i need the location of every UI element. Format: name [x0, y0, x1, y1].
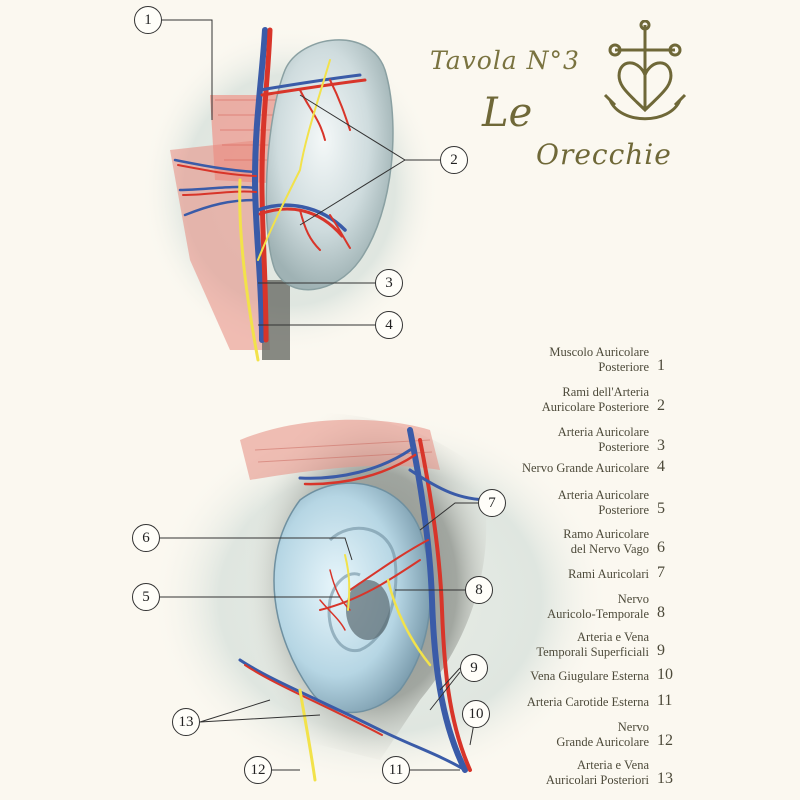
- legend-item-9: Arteria e Vena Temporali Superficiali 9: [536, 630, 675, 660]
- legend-number: 5: [657, 500, 675, 518]
- legend-number: 10: [657, 666, 675, 684]
- legend-item-6: Ramo Auricolare del Nervo Vago 6: [563, 527, 675, 557]
- legend-label: Nervo Grande Auricolare: [556, 720, 649, 750]
- legend-number: 3: [657, 437, 675, 455]
- legend-label: Arteria Carotide Esterna: [527, 695, 649, 710]
- legend-label: Arteria e Vena Auricolari Posteriori: [546, 758, 649, 788]
- legend-label: Rami Auricolari: [568, 567, 649, 582]
- legend-label: Arteria Auricolare Posteriore: [558, 425, 649, 455]
- legend-item-12: Nervo Grande Auricolare 12: [556, 720, 675, 750]
- legend-item-10: Vena Giugulare Esterna 10: [530, 666, 675, 684]
- legend-label: Nervo Auricolo-Temporale: [547, 592, 649, 622]
- legend-item-11: Arteria Carotide Esterna 11: [527, 692, 675, 710]
- callout-1: 1: [134, 6, 162, 34]
- legend-label: Rami dell'Arteria Auricolare Posteriore: [542, 385, 649, 415]
- callout-8: 8: [465, 576, 493, 604]
- legend-label: Arteria Auricolare Posteriore: [558, 488, 649, 518]
- legend-label: Muscolo Auricolare Posteriore: [549, 345, 649, 375]
- title-block: Tavola N°3 Le Orecchie: [410, 20, 800, 170]
- callout-7: 7: [478, 489, 506, 517]
- title-plate-number: Tavola N°3: [430, 46, 580, 75]
- legend-number: 11: [657, 692, 675, 710]
- legend-number: 8: [657, 604, 675, 622]
- callout-10: 10: [462, 700, 490, 728]
- legend-label: Vena Giugulare Esterna: [530, 669, 649, 684]
- legend-label: Nervo Grande Auricolare: [522, 461, 649, 476]
- legend-number: 13: [657, 770, 675, 788]
- legend-number: 4: [657, 458, 675, 476]
- callout-13: 13: [172, 708, 200, 736]
- legend-item-7: Rami Auricolari 7: [568, 564, 675, 582]
- legend-number: 1: [657, 357, 675, 375]
- legend-label: Ramo Auricolare del Nervo Vago: [563, 527, 649, 557]
- callout-6: 6: [132, 524, 160, 552]
- callout-9: 9: [460, 654, 488, 682]
- legend-number: 2: [657, 397, 675, 415]
- callout-3: 3: [375, 269, 403, 297]
- legend-item-2: Rami dell'Arteria Auricolare Posteriore …: [542, 385, 675, 415]
- callout-2: 2: [440, 146, 468, 174]
- legend-label: Arteria e Vena Temporali Superficiali: [536, 630, 649, 660]
- legend-item-5: Arteria Auricolare Posteriore 5: [558, 488, 675, 518]
- callout-11: 11: [382, 756, 410, 784]
- legend-item-8: Nervo Auricolo-Temporale 8: [547, 592, 675, 622]
- legend-number: 12: [657, 732, 675, 750]
- callout-12: 12: [244, 756, 272, 784]
- legend-item-13: Arteria e Vena Auricolari Posteriori 13: [546, 758, 675, 788]
- title-main: Orecchie: [536, 138, 672, 171]
- legend-item-4: Nervo Grande Auricolare 4: [522, 458, 675, 476]
- title-article: Le: [482, 90, 532, 136]
- legend-item-3: Arteria Auricolare Posteriore 3: [558, 425, 675, 455]
- legend-number: 9: [657, 642, 675, 660]
- legend-number: 7: [657, 564, 675, 582]
- cross-anchor-heart-emblem: [590, 20, 700, 140]
- legend-item-1: Muscolo Auricolare Posteriore 1: [549, 345, 675, 375]
- legend-number: 6: [657, 539, 675, 557]
- callout-4: 4: [375, 311, 403, 339]
- callout-5: 5: [132, 583, 160, 611]
